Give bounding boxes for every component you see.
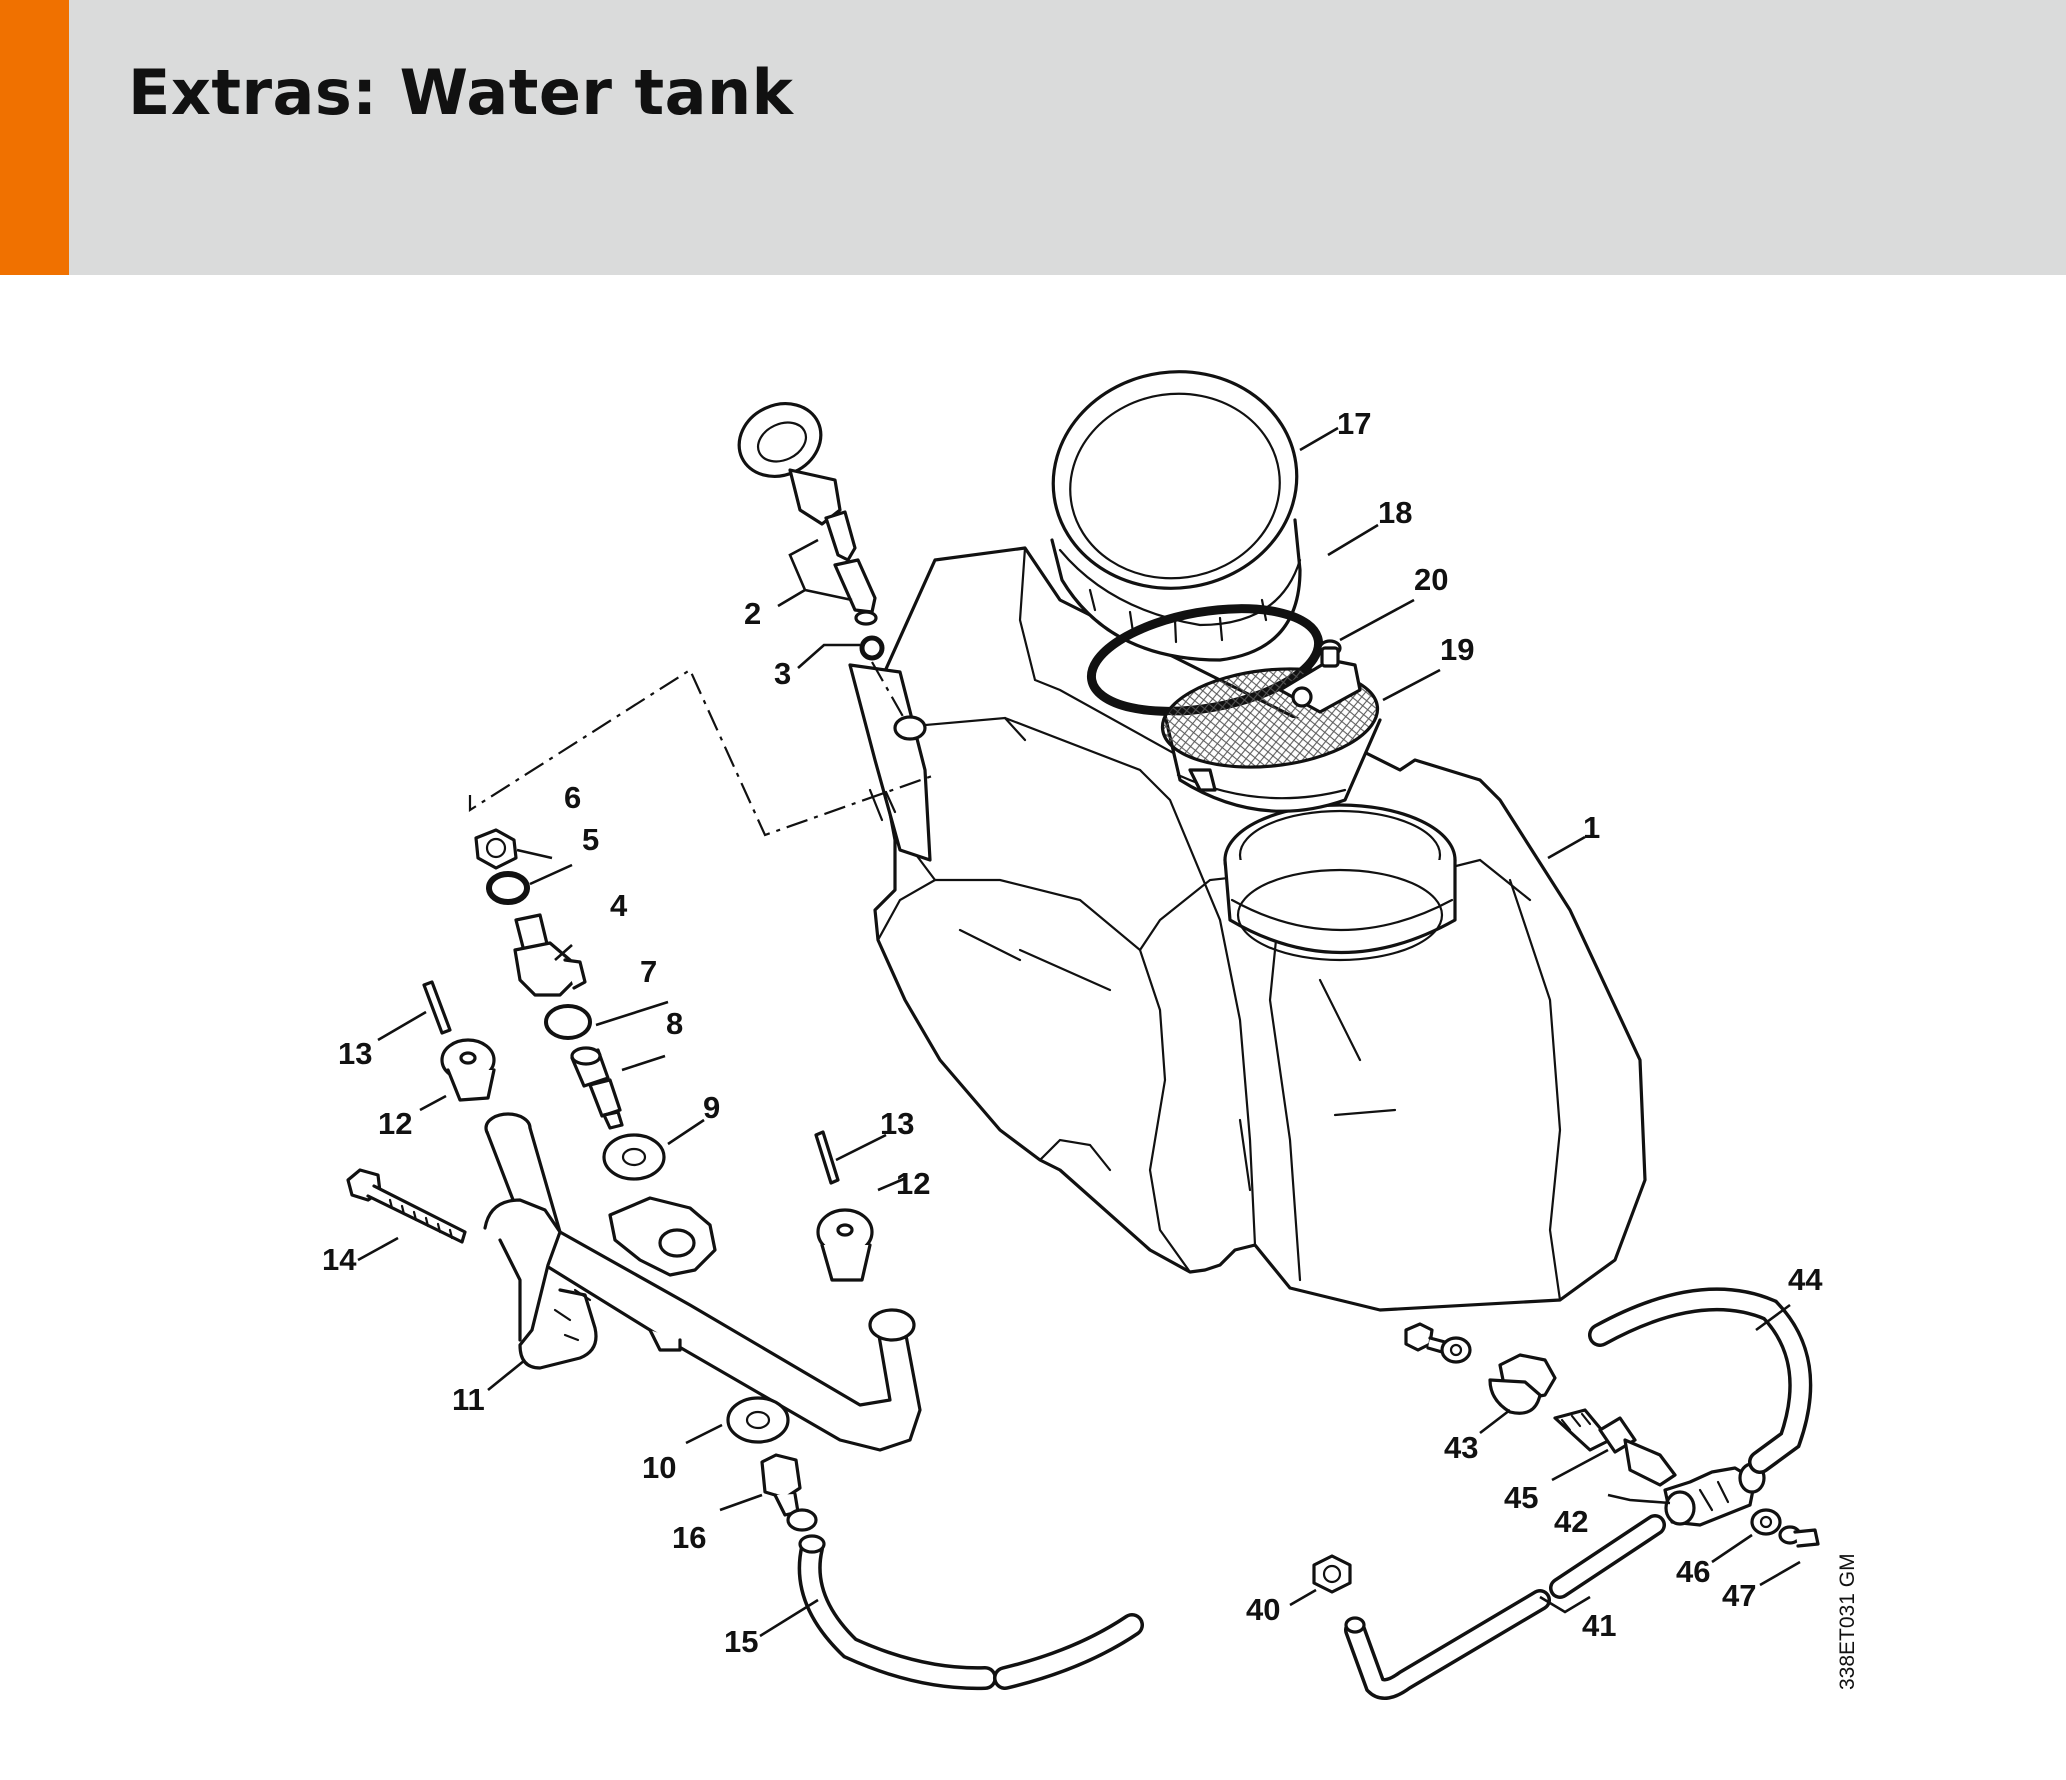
leader-lines [357, 426, 1801, 1638]
right-screw-part [1404, 1322, 1472, 1364]
tee-connector-part [1663, 1462, 1766, 1527]
pipe-part [1344, 1514, 1666, 1700]
washer-part [486, 871, 530, 905]
callout-11: 11 [452, 1382, 485, 1417]
nut-part [474, 828, 518, 870]
tank-outlet-bracket [848, 663, 932, 862]
small-screw-part [1778, 1525, 1820, 1548]
union-nut-part [760, 1453, 818, 1532]
callout-42: 42 [1554, 1504, 1588, 1539]
gasket-part [544, 1004, 592, 1040]
page-title: Extras: Water tank [128, 56, 794, 129]
callout-1: 1 [1583, 810, 1600, 845]
callout-4: 4 [610, 888, 628, 923]
hex-nut-part [1312, 1554, 1352, 1594]
flat-washer-part [602, 1133, 666, 1181]
small-washer-part [1750, 1508, 1782, 1536]
callout-18: 18 [1378, 495, 1412, 530]
callout-6: 6 [564, 780, 581, 815]
callout-13-left: 13 [338, 1036, 372, 1071]
right-union-nut-part [1488, 1353, 1557, 1415]
callout-44: 44 [1788, 1262, 1823, 1297]
callout-12-left: 12 [378, 1106, 412, 1141]
tube-handle-part [483, 1112, 922, 1452]
callout-43: 43 [1444, 1430, 1478, 1465]
callout-14: 14 [322, 1242, 357, 1277]
callout-10: 10 [642, 1450, 676, 1485]
roll-pin-part-right [814, 1130, 840, 1185]
callout-8: 8 [666, 1006, 683, 1041]
strainer-part [1160, 658, 1382, 813]
callout-13-right: 13 [880, 1106, 914, 1141]
callout-40: 40 [1246, 1592, 1280, 1627]
callout-7: 7 [640, 954, 657, 989]
end-plug-part [440, 1038, 496, 1102]
end-plug-part-right [816, 1208, 874, 1282]
banjo-screw-part [570, 1046, 624, 1130]
water-tank-part [870, 546, 1647, 1312]
hollow-bolt-part [1553, 1408, 1677, 1487]
cap-screw-part [346, 1168, 467, 1244]
roll-pin-part [422, 980, 452, 1035]
callout-9: 9 [703, 1090, 720, 1125]
callout-2: 2 [744, 596, 761, 631]
header-accent-bar [0, 0, 69, 275]
callout-45: 45 [1504, 1480, 1538, 1515]
callout-12-right: 12 [896, 1166, 930, 1201]
curved-hose-part [1588, 1287, 1813, 1474]
drawing-code: 338ET031 GM [1836, 1553, 1859, 1690]
callout-41: 41 [1582, 1608, 1616, 1643]
o-ring-part [859, 635, 885, 661]
callout-17: 17 [1337, 406, 1371, 441]
callout-47: 47 [1722, 1578, 1756, 1613]
filler-plug-part [737, 402, 878, 626]
water-hose-part [797, 1534, 1144, 1691]
strainer-screw-part [1318, 639, 1342, 668]
tank-cap-part [1050, 370, 1302, 662]
callout-15: 15 [724, 1624, 758, 1659]
page-header: Extras: Water tank [0, 0, 2066, 275]
callout-3: 3 [774, 656, 791, 691]
callout-20: 20 [1414, 562, 1448, 597]
callout-5: 5 [582, 822, 599, 857]
callout-46: 46 [1676, 1554, 1710, 1589]
washer-lower-part [726, 1396, 790, 1444]
callout-labels: 1 2 3 4 5 6 7 8 9 10 11 12 12 13 13 14 1… [322, 406, 1823, 1659]
callout-19: 19 [1440, 632, 1474, 667]
callout-16: 16 [672, 1520, 706, 1555]
valve-fitting-part [513, 913, 587, 997]
dash-chain-line [468, 661, 936, 837]
